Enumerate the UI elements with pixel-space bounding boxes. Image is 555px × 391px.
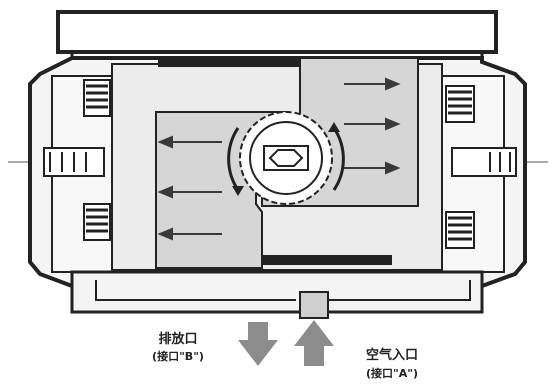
exhaust-title-label: 排放口 [158, 331, 197, 347]
inlet-title-label: 空气入口 [366, 347, 418, 363]
left-chamber-flow-arrows [157, 135, 222, 241]
exhaust-arrow [238, 322, 278, 366]
inlet-arrow [294, 320, 334, 366]
left-end-cap [43, 75, 113, 273]
pinion-gear [239, 111, 333, 205]
inlet-port-label: (接口"A") [366, 366, 418, 380]
rotation-arrow-right [332, 127, 345, 191]
air-channel-plate [70, 270, 484, 319]
top-cap [56, 10, 498, 54]
right-chamber-flow-arrows [344, 77, 401, 175]
rotation-arrow-left [227, 127, 240, 191]
right-adjust-screw [451, 147, 517, 177]
right-end-cap [441, 75, 517, 273]
air-inlet-port [299, 291, 329, 319]
exhaust-port-label: (接口"B") [152, 349, 204, 363]
